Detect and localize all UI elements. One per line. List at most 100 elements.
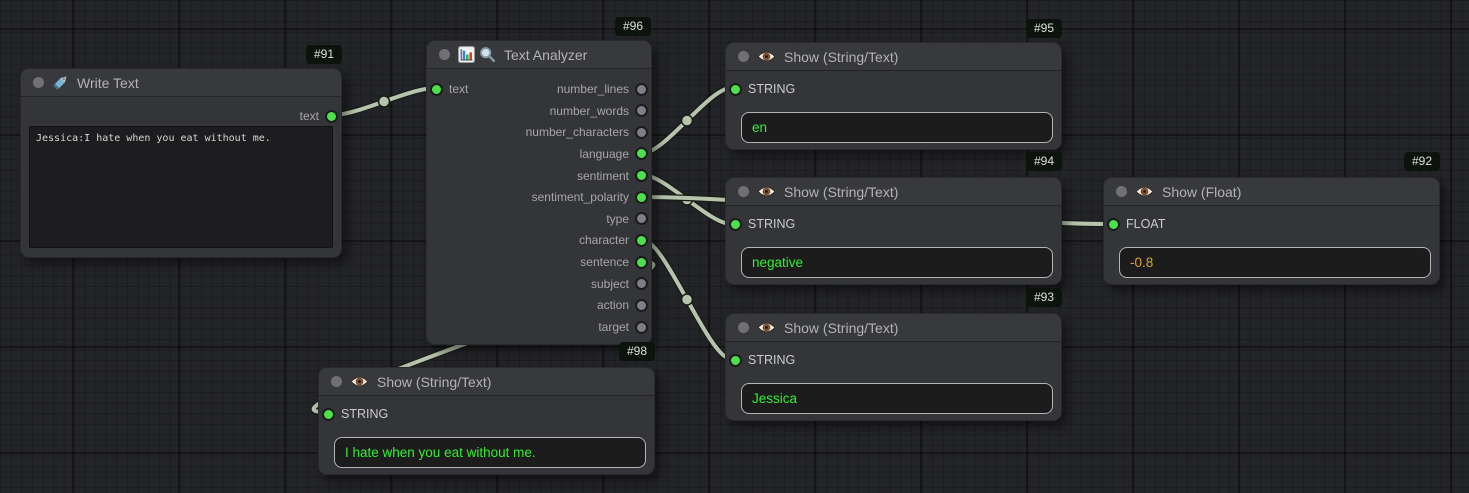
input-row-text: text	[427, 78, 651, 100]
output-row: target	[427, 316, 651, 338]
input-row-string: STRING	[726, 213, 1061, 235]
magnifier-icon	[480, 47, 496, 63]
output-port-target[interactable]	[635, 320, 648, 334]
input-port-string[interactable]	[729, 353, 742, 367]
eye-icon	[757, 51, 776, 62]
input-port-string[interactable]	[322, 407, 335, 421]
value-text: negative	[752, 255, 804, 270]
output-port-number-lines[interactable]	[635, 82, 648, 96]
output-label: sentiment_polarity	[531, 190, 629, 205]
analyzer-output-rows: number_lines number_words number_charact…	[427, 78, 651, 338]
output-label: sentence	[580, 255, 629, 270]
node-show-sentiment-header[interactable]: Show (String/Text)	[726, 178, 1061, 206]
output-port-action[interactable]	[635, 298, 648, 312]
node-title: Show (String/Text)	[377, 373, 492, 390]
value-box: -0.8	[1119, 247, 1431, 278]
node-text-analyzer-header[interactable]: Text Analyzer	[427, 41, 651, 69]
output-port-language[interactable]	[635, 147, 648, 161]
output-label: target	[598, 320, 629, 335]
wire-writetext-to-analyzer[interactable]	[327, 82, 441, 121]
input-port-string[interactable]	[729, 82, 742, 96]
node-show-float-header[interactable]: Show (Float)	[1104, 178, 1439, 206]
output-port-sentiment-polarity[interactable]	[635, 190, 648, 204]
output-port-subject[interactable]	[635, 277, 648, 291]
output-label: type	[606, 211, 629, 226]
output-row: sentence	[427, 251, 651, 273]
output-port-number-characters[interactable]	[635, 125, 648, 139]
node-show-sentiment[interactable]: Show (String/Text) STRING negative	[725, 177, 1062, 285]
node-show-character[interactable]: Show (String/Text) STRING Jessica	[725, 313, 1062, 421]
collapse-dot[interactable]	[738, 51, 749, 62]
node-id-badge: #98	[619, 342, 656, 361]
value-box: en	[741, 112, 1053, 143]
input-label: STRING	[341, 407, 389, 421]
input-port-text[interactable]	[430, 82, 443, 96]
output-port-type[interactable]	[635, 212, 648, 226]
output-port-number-words[interactable]	[635, 104, 648, 118]
node-show-language-header[interactable]: Show (String/Text)	[726, 43, 1061, 71]
value-text: -0.8	[1130, 255, 1154, 270]
output-row: subject	[427, 273, 651, 295]
eye-icon	[757, 186, 776, 197]
node-write-text[interactable]: Write Text text Jessica:I hate when you …	[20, 68, 342, 258]
node-id-badge: #92	[1404, 152, 1441, 171]
input-row-string: STRING	[726, 349, 1061, 371]
collapse-dot[interactable]	[1116, 186, 1127, 197]
output-row: action	[427, 295, 651, 317]
node-show-sentence[interactable]: Show (String/Text) STRING I hate when yo…	[318, 367, 655, 475]
input-port-float[interactable]	[1107, 217, 1120, 231]
input-label: FLOAT	[1126, 217, 1166, 231]
output-row: number_words	[427, 100, 651, 122]
node-title: Show (String/Text)	[784, 48, 899, 65]
node-text-analyzer[interactable]: Text Analyzer text number_lines number_w…	[426, 40, 652, 345]
collapse-dot[interactable]	[33, 77, 44, 88]
output-label: text	[299, 109, 319, 123]
input-row-string: STRING	[726, 78, 1061, 100]
eye-icon	[757, 322, 776, 333]
collapse-dot[interactable]	[439, 49, 450, 60]
output-port-text[interactable]	[325, 109, 338, 123]
pen-icon	[53, 76, 67, 90]
value-text: en	[752, 120, 768, 135]
node-show-language[interactable]: Show (String/Text) STRING en	[725, 42, 1062, 150]
bar-chart-icon	[458, 46, 475, 63]
collapse-dot[interactable]	[331, 376, 342, 387]
node-show-sentence-header[interactable]: Show (String/Text)	[319, 368, 654, 396]
node-id-badge: #91	[306, 45, 343, 64]
input-row-string: STRING	[319, 403, 654, 425]
wire-language-to-show95[interactable]	[637, 82, 737, 159]
output-row: character	[427, 230, 651, 252]
output-port-character[interactable]	[635, 233, 648, 247]
node-id-badge: #93	[1026, 288, 1063, 307]
value-box: I hate when you eat without me.	[334, 437, 646, 468]
node-write-text-header[interactable]: Write Text	[21, 69, 341, 97]
value-text: I hate when you eat without me.	[345, 445, 536, 460]
collapse-dot[interactable]	[738, 186, 749, 197]
output-label: language	[579, 146, 629, 161]
node-title: Show (Float)	[1162, 183, 1242, 200]
output-port-sentence[interactable]	[635, 255, 648, 269]
output-row: sentiment_polarity	[427, 186, 651, 208]
output-row: number_lines	[427, 78, 651, 100]
output-port-sentiment[interactable]	[635, 169, 648, 183]
input-label: STRING	[748, 353, 796, 367]
output-label: action	[596, 298, 629, 313]
node-show-character-header[interactable]: Show (String/Text)	[726, 314, 1061, 342]
node-title: Write Text	[77, 74, 139, 91]
input-row-float: FLOAT	[1104, 213, 1439, 235]
collapse-dot[interactable]	[738, 322, 749, 333]
node-title: Text Analyzer	[504, 46, 588, 63]
input-port-string[interactable]	[729, 217, 742, 231]
value-box: negative	[741, 247, 1053, 278]
input-label: STRING	[748, 217, 796, 231]
node-id-badge: #96	[615, 17, 652, 36]
value-box: Jessica	[741, 383, 1053, 414]
output-row-text: text	[21, 106, 341, 126]
output-label: subject	[590, 276, 629, 291]
output-label: number_words	[549, 103, 629, 118]
node-show-float[interactable]: Show (Float) FLOAT -0.8	[1103, 177, 1440, 285]
output-row: language	[427, 143, 651, 165]
eye-icon	[1135, 186, 1154, 197]
write-text-textarea[interactable]: Jessica:I hate when you eat without me.	[29, 126, 333, 248]
